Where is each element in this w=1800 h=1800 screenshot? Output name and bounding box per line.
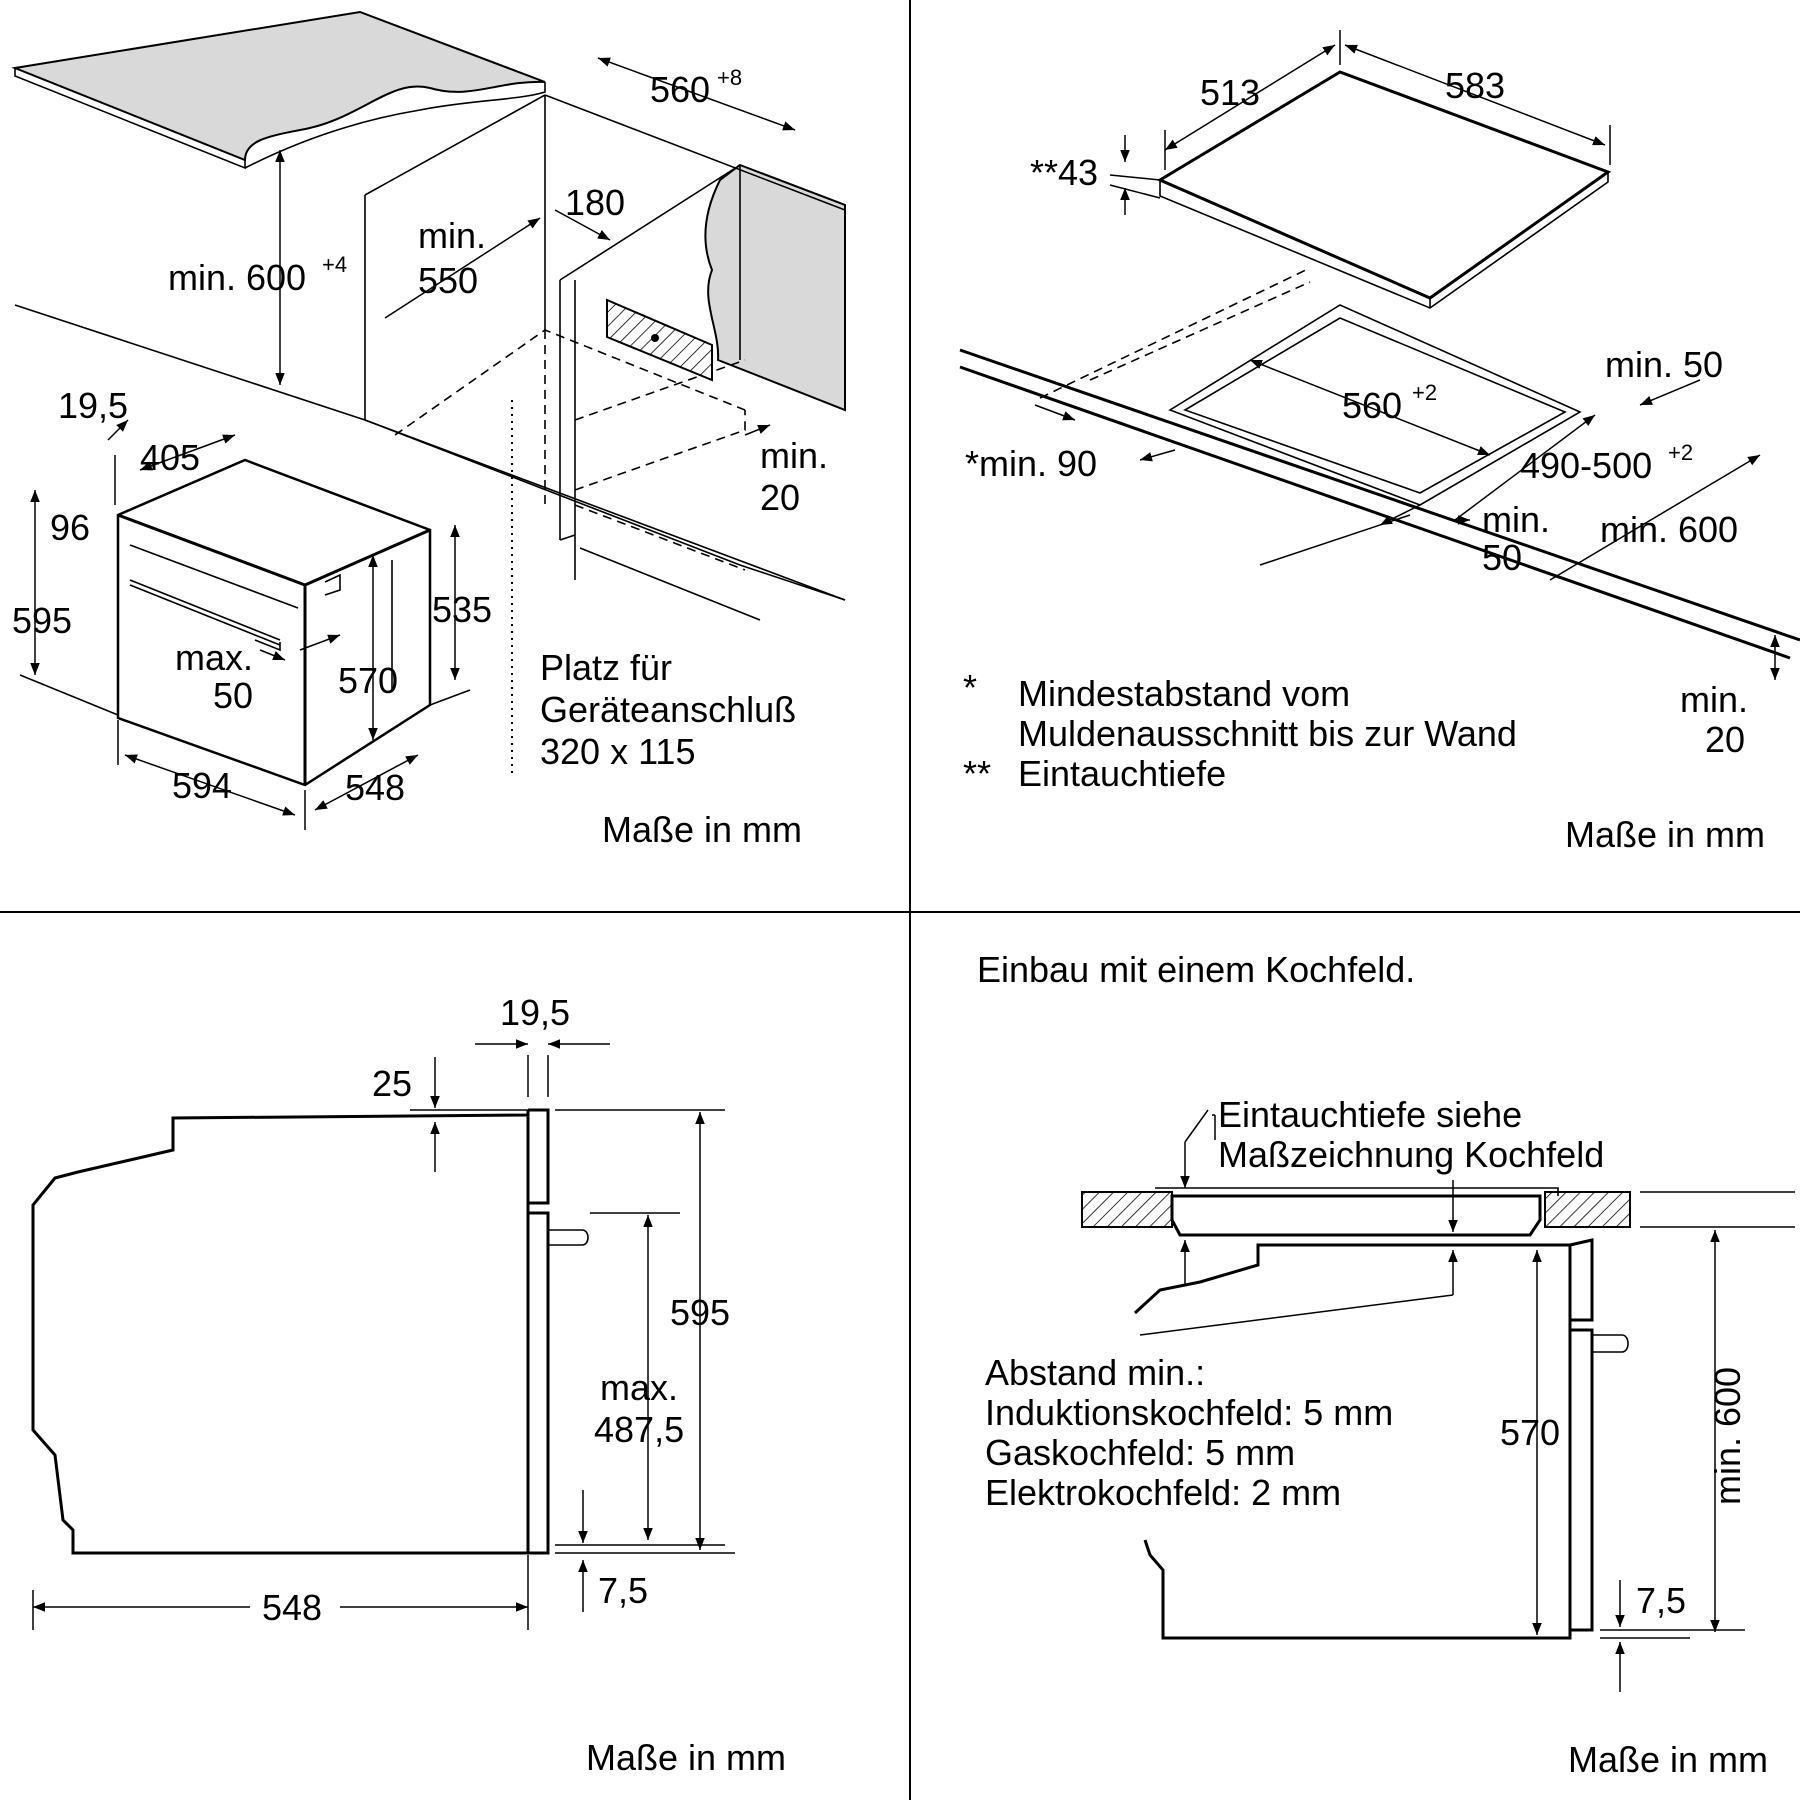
q3-dim-7-5: 7,5 (598, 1570, 648, 1611)
q2-dim-min50-top: min. 50 (1605, 344, 1723, 385)
q1-dim-535: 535 (432, 589, 492, 630)
q1-dim-570: 570 (338, 660, 398, 701)
q4-note-line-1: Eintauchtiefe siehe (1218, 1094, 1522, 1135)
oven-isometric-drawing: 560 +8 min. 600 +4 min. 550 180 min. 20 … (11, 10, 846, 850)
q4-dim-7-5: 7,5 (1636, 1580, 1686, 1621)
q1-dim-595: 595 (12, 600, 72, 641)
oven-side-outline (31, 1110, 530, 1555)
q2-dim-560-tol: +2 (1412, 380, 1437, 405)
q3-dim-595: 595 (670, 1292, 730, 1333)
q4-gas-label: Gaskochfeld: 5 mm (985, 1432, 1295, 1473)
worktop-right-hatch (1544, 1191, 1631, 1228)
q1-dimensions (19, 57, 796, 830)
q2-dim-560: 560 (1342, 385, 1402, 426)
q2-dim-min50-a: min. (1482, 499, 1550, 540)
hob-installation-drawing: Einbau mit einem Kochfeld. Eintauchtie (977, 949, 1795, 1780)
q1-dim-max-b: 50 (213, 675, 253, 716)
q3-dim-max-a: max. (600, 1367, 678, 1408)
q4-dim-570: 570 (1500, 1412, 1560, 1453)
q3-units-label: Maße in mm (586, 1737, 786, 1778)
q1-dim-min20-a: min. (760, 435, 828, 476)
q4-title: Einbau mit einem Kochfeld. (977, 949, 1415, 990)
q3-dim-19-5: 19,5 (500, 992, 570, 1033)
worktop (11, 10, 546, 162)
q1-dim-548: 548 (345, 767, 405, 808)
q2-footnote-1-mark: * (963, 667, 977, 708)
q4-induktion-label: Induktionskochfeld: 5 mm (985, 1392, 1393, 1433)
q2-dim-583: 583 (1445, 65, 1505, 106)
q2-dim-min50-b: 50 (1482, 537, 1522, 578)
q1-note-line-1: Platz für (540, 647, 672, 688)
q1-dim-560-tol: +8 (717, 65, 742, 90)
q1-dim-min600-tol: +4 (322, 252, 347, 277)
q1-dim-180: 180 (565, 182, 625, 223)
hob-body (1170, 1194, 1542, 1237)
q2-dim-min600: min. 600 (1600, 509, 1738, 550)
q3-dim-25: 25 (372, 1063, 412, 1104)
q1-dim-96: 96 (50, 507, 90, 548)
q3-dimensions (32, 1039, 735, 1630)
q2-footnote-1-line-1: Mindestabstand vom (1018, 673, 1350, 714)
q1-dim-594: 594 (172, 765, 232, 806)
q4-dim-min600: min. 600 (1707, 1367, 1748, 1505)
q4-elektro-label: Elektrokochfeld: 2 mm (985, 1472, 1341, 1513)
q1-dim-405: 405 (140, 437, 200, 478)
q3-dim-max-b: 487,5 (594, 1409, 684, 1450)
connection-area-hatch (606, 298, 713, 382)
q2-footnote-1-line-2: Muldenausschnitt bis zur Wand (1018, 713, 1517, 754)
worktop-left-hatch (1081, 1191, 1173, 1228)
q4-abstand-label: Abstand min.: (985, 1352, 1205, 1393)
q2-dim-43: **43 (1030, 152, 1098, 193)
q2-footnote-2: Eintauchtiefe (1018, 753, 1226, 794)
q2-dimensions (1034, 30, 1780, 680)
q3-dim-548: 548 (262, 1587, 322, 1628)
q2-footnote-2-mark: ** (963, 753, 991, 794)
q1-dim-560: 560 (650, 69, 710, 110)
q2-dim-490-500: 490-500 (1520, 445, 1652, 486)
hob-cutout-drawing: 513 583 **43 560 +2 min. 50 *min. 90 490… (959, 30, 1800, 855)
q2-units-label: Maße in mm (1565, 814, 1765, 855)
q2-dim-min20-b: 20 (1705, 719, 1745, 760)
oven-body (116, 458, 432, 787)
q4-note-line-2: Maßzeichnung Kochfeld (1218, 1134, 1604, 1175)
q4-dimensions (1139, 1109, 1745, 1692)
q1-note-line-3: 320 x 115 (540, 731, 695, 772)
q1-dim-min20-b: 20 (760, 477, 800, 518)
q1-dim-19-5: 19,5 (58, 385, 128, 426)
q1-dim-min550-b: 550 (418, 260, 478, 301)
q1-dim-min550-a: min. (418, 215, 486, 256)
q1-dim-min600: min. 600 (168, 257, 306, 298)
q2-dim-min20-a: min. (1680, 679, 1748, 720)
q2-dim-513: 513 (1200, 72, 1260, 113)
q2-dim-min90: *min. 90 (965, 443, 1097, 484)
q1-units-label: Maße in mm (602, 809, 802, 850)
q1-dim-max-a: max. (175, 637, 253, 678)
q4-units-label: Maße in mm (1568, 1739, 1768, 1780)
q2-dim-490-500-tol: +2 (1668, 440, 1693, 465)
oven-side-view: 19,5 25 595 max. 487,5 548 7,5 Maße in m… (31, 992, 786, 1778)
q1-note-line-2: Geräteanschluß (540, 689, 796, 730)
